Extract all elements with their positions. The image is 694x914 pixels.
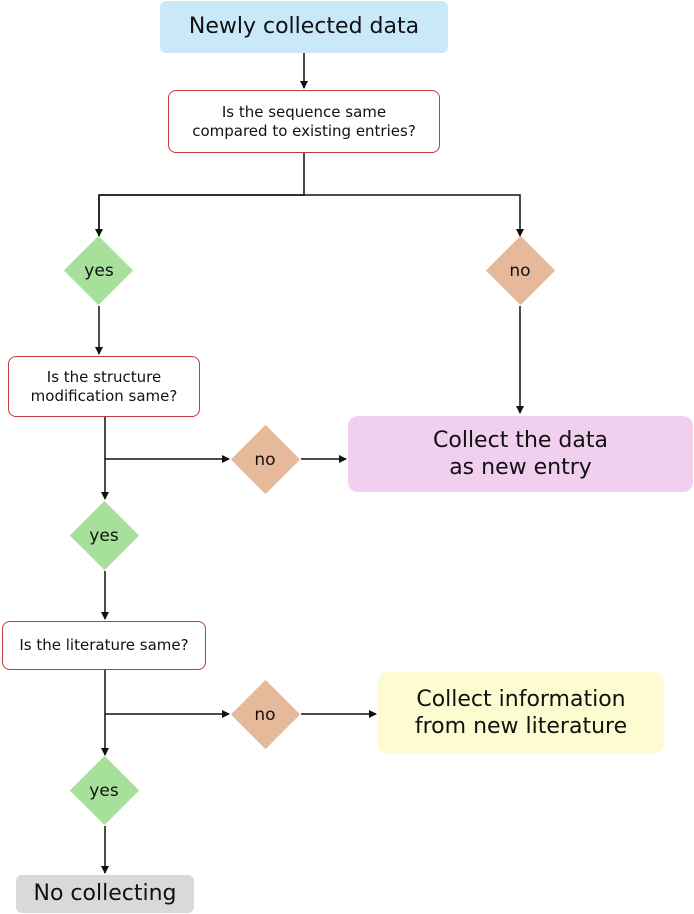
collect-new-literature-line-1: Collect information: [416, 686, 626, 712]
question-structure-line-1: Is the structure: [46, 367, 162, 386]
collect-new-entry-line-2: as new entry: [449, 455, 592, 480]
question-structure-node: Is the structure modification same?: [8, 356, 200, 417]
question-structure-line-2: modification same?: [30, 386, 178, 405]
start-node: Newly collected data: [160, 1, 448, 53]
start-label: Newly collected data: [188, 14, 420, 40]
question-literature-node: Is the literature same?: [2, 621, 206, 670]
no-label-2: no: [254, 450, 276, 470]
no-label-3: no: [254, 705, 276, 725]
no-collecting-node: No collecting: [16, 875, 194, 913]
question-literature-label: Is the literature same?: [19, 636, 189, 655]
yes-label-2: yes: [89, 526, 119, 546]
collect-new-entry-node: Collect the data as new entry: [348, 416, 693, 492]
no-label-1: no: [509, 261, 531, 281]
yes-label-1: yes: [84, 261, 114, 281]
collect-new-literature-node: Collect information from new literature: [378, 672, 664, 754]
yes-label-3: yes: [89, 781, 119, 801]
arrow-q-sequence-to-no: [304, 194, 524, 237]
question-sequence-line-1: Is the sequence same: [221, 102, 387, 121]
no-collecting-label: No collecting: [33, 881, 177, 907]
collect-new-literature-line-2: from new literature: [414, 714, 628, 739]
question-sequence-line-2: compared to existing entries?: [192, 121, 416, 140]
collect-new-entry-line-1: Collect the data: [433, 427, 608, 453]
question-sequence-node: Is the sequence same compared to existin…: [168, 90, 440, 153]
